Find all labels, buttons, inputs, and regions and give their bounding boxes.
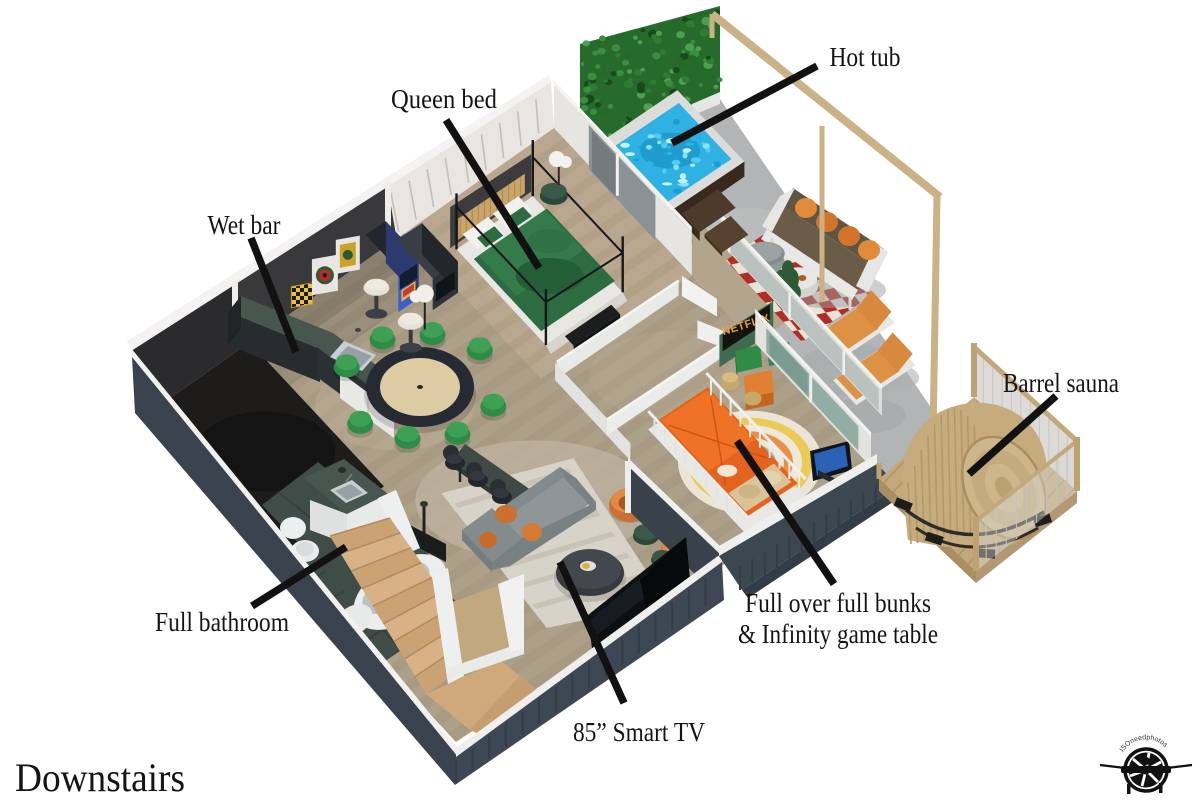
svg-text:Queen bed: Queen bed <box>391 84 497 114</box>
svg-text:& Infinity game table: & Infinity game table <box>738 619 938 649</box>
svg-text:Wet bar: Wet bar <box>208 210 281 240</box>
svg-text:Full bathroom: Full bathroom <box>155 607 289 637</box>
svg-text:Downstairs: Downstairs <box>15 755 185 800</box>
svg-text:85” Smart TV: 85” Smart TV <box>573 717 705 747</box>
svg-text:Hot tub: Hot tub <box>830 42 901 72</box>
svg-text:Barrel sauna: Barrel sauna <box>1003 368 1119 398</box>
svg-text:Full over full bunks: Full over full bunks <box>745 588 931 618</box>
